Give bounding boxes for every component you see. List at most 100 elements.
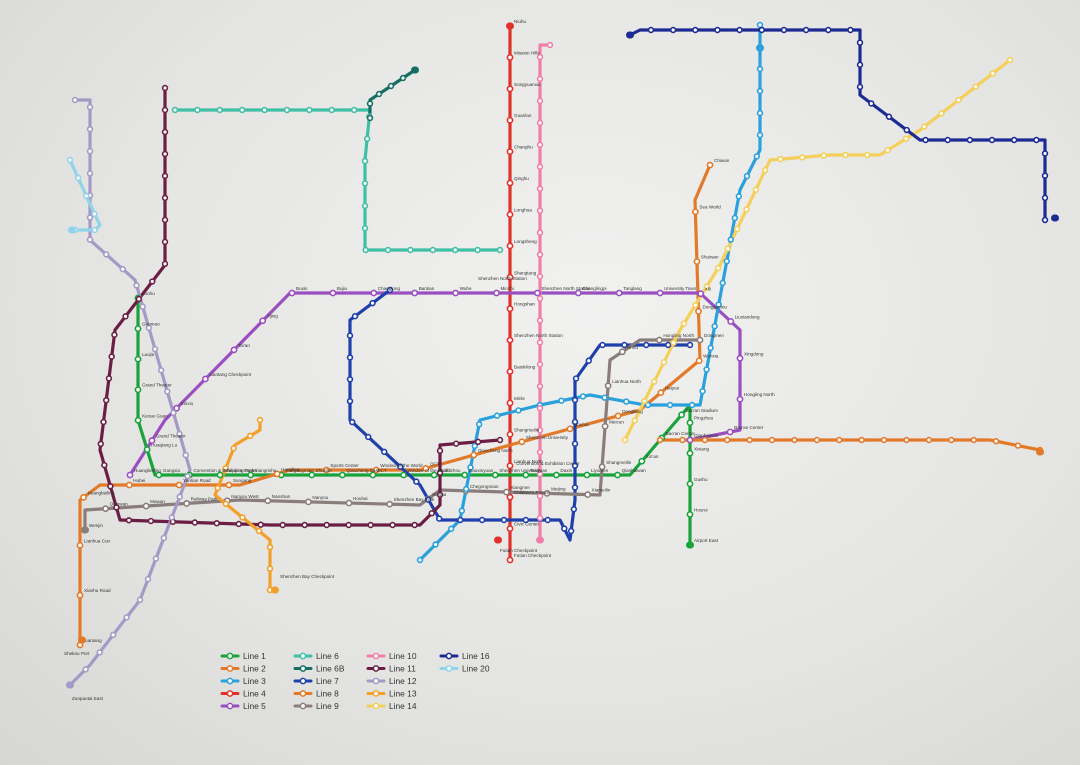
station-node[interactable] bbox=[182, 451, 189, 459]
station-node[interactable] bbox=[536, 427, 544, 434]
station-yijing[interactable] bbox=[259, 317, 267, 325]
station-node[interactable] bbox=[868, 100, 875, 107]
station-node[interactable] bbox=[283, 106, 291, 114]
station-sungang[interactable] bbox=[225, 481, 233, 489]
station-node[interactable] bbox=[856, 83, 864, 91]
station-node[interactable] bbox=[903, 436, 910, 444]
station-node[interactable] bbox=[107, 483, 114, 490]
station-bao-an-stadium[interactable] bbox=[678, 411, 686, 419]
station-lianhua-north[interactable] bbox=[604, 382, 612, 390]
station-node[interactable] bbox=[346, 376, 354, 383]
station-mission-hills[interactable] bbox=[506, 54, 514, 61]
station-node[interactable] bbox=[458, 507, 466, 514]
station-changlingpi[interactable] bbox=[574, 289, 582, 297]
station-dongmen[interactable] bbox=[696, 336, 704, 344]
station-dengliang[interactable] bbox=[614, 412, 622, 420]
station-node[interactable] bbox=[825, 26, 832, 34]
station-node[interactable] bbox=[714, 264, 722, 272]
station-wanxia[interactable] bbox=[695, 357, 703, 365]
station-node[interactable] bbox=[411, 521, 418, 529]
station-node[interactable] bbox=[184, 472, 191, 480]
station-node[interactable] bbox=[161, 128, 169, 136]
station-node[interactable] bbox=[1041, 150, 1049, 157]
station-lianhua-cun[interactable] bbox=[76, 541, 84, 549]
station-kexue-guan[interactable] bbox=[134, 416, 142, 424]
station-node[interactable] bbox=[214, 484, 221, 492]
station-gaoxinyuan[interactable] bbox=[461, 471, 469, 479]
station-node[interactable] bbox=[752, 186, 760, 193]
station-node[interactable] bbox=[161, 194, 169, 202]
station-node[interactable] bbox=[66, 156, 74, 164]
station-node[interactable] bbox=[686, 341, 694, 349]
station-civic-center[interactable] bbox=[506, 525, 514, 532]
station-node[interactable] bbox=[813, 436, 821, 444]
station-node[interactable] bbox=[724, 436, 731, 444]
station-node[interactable] bbox=[361, 225, 369, 232]
station-node[interactable] bbox=[571, 484, 579, 491]
station-node[interactable] bbox=[474, 438, 482, 446]
station-node[interactable] bbox=[101, 461, 108, 469]
station-shopping-park[interactable] bbox=[216, 471, 224, 479]
station-node[interactable] bbox=[74, 174, 82, 182]
station-node[interactable] bbox=[161, 238, 169, 246]
station-baishilong[interactable] bbox=[506, 368, 514, 375]
station-node[interactable] bbox=[375, 90, 383, 98]
station-node[interactable] bbox=[109, 631, 117, 639]
station-node[interactable] bbox=[536, 470, 544, 478]
station-node[interactable] bbox=[125, 517, 133, 524]
station-node[interactable] bbox=[679, 436, 686, 444]
station-liuxiandong[interactable] bbox=[727, 318, 735, 325]
station-changlong[interactable] bbox=[370, 289, 378, 297]
station-node[interactable] bbox=[864, 151, 871, 159]
station-node[interactable] bbox=[664, 341, 672, 349]
station-node[interactable] bbox=[86, 125, 94, 133]
station-xili[interactable] bbox=[697, 290, 705, 298]
station-node[interactable] bbox=[493, 412, 501, 419]
station-node[interactable] bbox=[103, 251, 110, 258]
station-node[interactable] bbox=[536, 97, 544, 105]
station-node[interactable] bbox=[123, 614, 130, 621]
station-node[interactable] bbox=[384, 246, 392, 254]
station-xianhu-road[interactable] bbox=[76, 591, 84, 599]
station-node[interactable] bbox=[777, 155, 784, 163]
station-node[interactable] bbox=[561, 525, 568, 532]
station-buxin[interactable] bbox=[288, 289, 296, 297]
station-node[interactable] bbox=[496, 436, 504, 444]
station-node[interactable] bbox=[536, 273, 544, 280]
station-node[interactable] bbox=[257, 521, 264, 528]
station-node[interactable] bbox=[168, 514, 175, 521]
station-node[interactable] bbox=[1041, 194, 1049, 202]
station-node[interactable] bbox=[736, 26, 743, 34]
station-node[interactable] bbox=[161, 172, 169, 180]
station-oct[interactable] bbox=[369, 471, 377, 479]
station-node[interactable] bbox=[656, 436, 664, 444]
station-node[interactable] bbox=[100, 418, 107, 426]
station-mawan[interactable] bbox=[142, 502, 150, 510]
station-node[interactable] bbox=[471, 442, 479, 450]
station-liantang-checkpoint[interactable] bbox=[201, 375, 209, 383]
station-node[interactable] bbox=[836, 436, 843, 444]
station-node[interactable] bbox=[723, 258, 730, 265]
station-node[interactable] bbox=[650, 378, 658, 385]
station-node[interactable] bbox=[306, 106, 313, 114]
station-shenzhen-north-station[interactable] bbox=[506, 336, 514, 344]
station-node[interactable] bbox=[160, 534, 168, 542]
station-liyumen[interactable] bbox=[583, 471, 591, 479]
station-node[interactable] bbox=[925, 436, 933, 444]
station-node[interactable] bbox=[536, 295, 544, 302]
station-node[interactable] bbox=[536, 53, 544, 61]
station-tai-an[interactable] bbox=[230, 346, 238, 354]
station-node[interactable] bbox=[727, 236, 734, 243]
station-node[interactable] bbox=[144, 576, 152, 583]
station-node[interactable] bbox=[922, 136, 929, 144]
station-shenzhen-north-station[interactable] bbox=[533, 289, 541, 297]
station-baishizhou[interactable] bbox=[430, 471, 438, 479]
station-node[interactable] bbox=[447, 525, 455, 533]
station-node[interactable] bbox=[467, 464, 474, 471]
station-node[interactable] bbox=[86, 148, 94, 155]
station-node[interactable] bbox=[389, 521, 396, 529]
station-window-of-the-world[interactable] bbox=[372, 466, 380, 474]
station-xiameilin[interactable] bbox=[584, 491, 592, 499]
station-gangxia[interactable] bbox=[155, 471, 163, 479]
station-node[interactable] bbox=[350, 106, 358, 114]
